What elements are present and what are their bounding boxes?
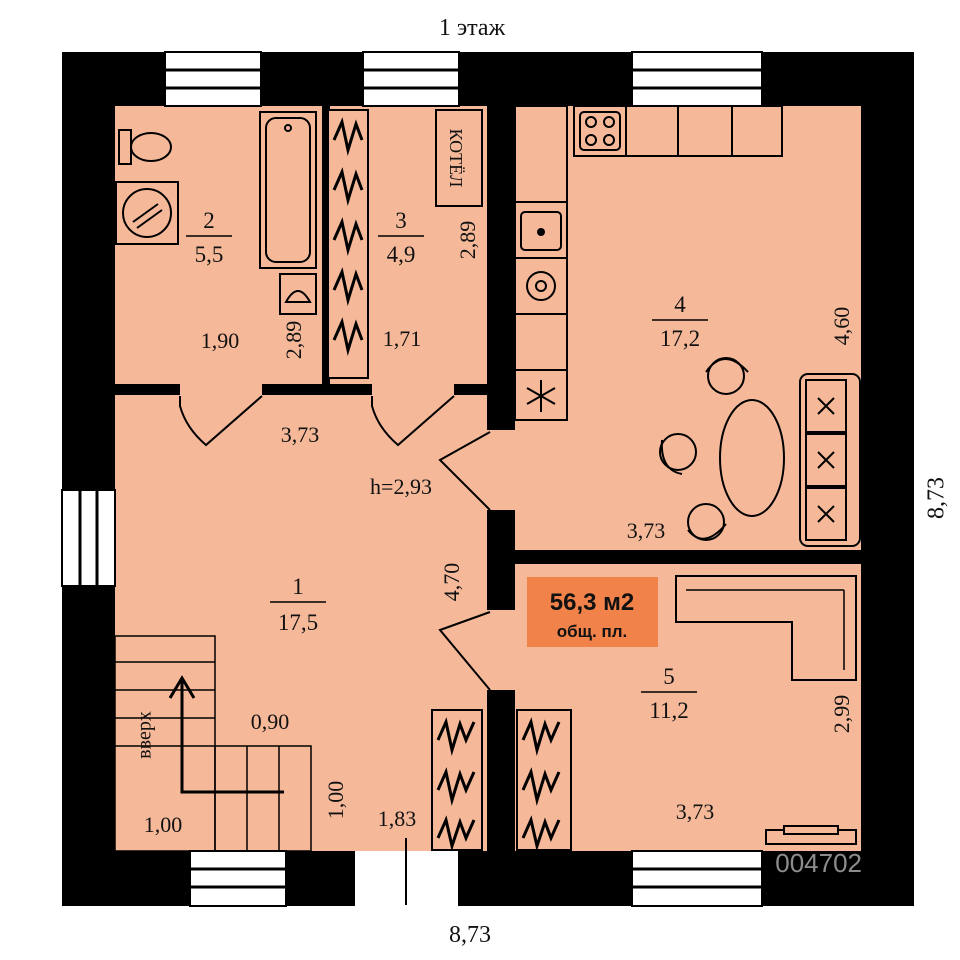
window-left — [61, 489, 116, 587]
stove-icon — [579, 111, 621, 151]
dim-entrance-width: 1,83 — [378, 806, 417, 831]
sofa-room4 — [799, 373, 861, 547]
dim-stair-landing: 0,90 — [251, 709, 290, 734]
wardrobe-room3 — [327, 109, 369, 379]
shower-icon — [115, 181, 179, 245]
dim-room2-width: 1,90 — [201, 328, 240, 353]
kitchen-sink-icon — [520, 211, 562, 251]
kitchen-counters — [514, 105, 783, 421]
room-label-2: 2 5,5 — [186, 208, 232, 267]
room-label-4: 4 17,2 — [652, 292, 708, 351]
dim-stair-depth: 1,00 — [323, 781, 348, 820]
toilet-icon — [118, 129, 172, 165]
dim-hall-depth: 4,70 — [439, 563, 464, 602]
doorway-hall-room5 — [480, 610, 522, 690]
chair-icon — [687, 503, 727, 541]
window-bottom-1 — [189, 850, 287, 907]
room-number: 2 — [203, 208, 215, 233]
chair-icon — [659, 433, 697, 475]
dim-outer-width: 8,73 — [449, 922, 491, 948]
window-top-1 — [164, 51, 262, 107]
window-top-3 — [631, 51, 763, 107]
staircase — [114, 635, 312, 852]
bathroom-fixtures — [115, 111, 317, 315]
dim-outer-height: 8,73 — [924, 477, 950, 519]
bathtub-icon — [259, 111, 317, 269]
window-bottom-2 — [631, 850, 763, 907]
room-area: 17,2 — [660, 326, 700, 351]
room-number: 5 — [663, 664, 675, 689]
dining-set — [659, 357, 785, 541]
boiler-box — [435, 109, 483, 207]
plan-title: 1 этаж — [439, 15, 506, 41]
doorway-room3 — [372, 380, 454, 400]
room-area: 17,5 — [278, 610, 318, 635]
room-number: 3 — [395, 208, 407, 233]
total-area-value: 56,3 м2 — [550, 589, 634, 616]
room-area: 4,9 — [387, 242, 416, 267]
doorway-room2 — [180, 380, 262, 400]
ceiling-height: h=2,93 — [370, 474, 432, 499]
total-area-badge — [527, 577, 658, 647]
total-area-caption: общ. пл. — [557, 622, 627, 641]
watermark: 004702 — [775, 848, 862, 878]
chair-icon — [705, 357, 749, 395]
doorway-hall-room4 — [480, 430, 522, 510]
dim-room3-depth: 2,89 — [455, 221, 480, 260]
window-top-2 — [362, 51, 460, 107]
room-label-5: 5 11,2 — [641, 664, 697, 723]
windows — [61, 51, 763, 907]
dishwasher-icon — [526, 271, 556, 301]
dim-room3-width: 1,71 — [383, 326, 422, 351]
door-swings — [179, 395, 491, 691]
stairs-label: вверх — [134, 711, 156, 759]
dimension-labels: 1,90 2,89 1,71 2,89 4,60 3,73 3,73 h=2,9… — [144, 221, 950, 948]
room-number: 4 — [674, 292, 686, 317]
stairs-up-arrow-icon — [168, 675, 284, 794]
window-frames — [78, 68, 762, 889]
room-1-floor — [115, 395, 487, 851]
dim-stair-width: 1,00 — [144, 812, 183, 837]
boiler-label: КОТЁЛ — [446, 129, 466, 188]
room-number: 1 — [292, 574, 304, 599]
dim-room2-depth: 2,89 — [281, 321, 306, 360]
dining-table — [719, 399, 785, 517]
wardrobe-hangers — [436, 717, 561, 852]
tv-stand-icon — [765, 825, 857, 845]
corner-sofa — [675, 575, 857, 681]
sink-icon — [279, 273, 317, 315]
room-area: 5,5 — [195, 242, 224, 267]
dim-room4-depth: 4,60 — [829, 307, 854, 346]
fridge-snowflake-icon — [526, 380, 556, 412]
dim-room4-width: 3,73 — [627, 518, 666, 543]
dim-hall-width: 3,73 — [281, 422, 320, 447]
room-label-3: 3 4,9 — [378, 208, 424, 267]
room-area: 11,2 — [649, 698, 688, 723]
dim-room5-width: 3,73 — [676, 799, 715, 824]
room-label-1: 1 17,5 — [270, 574, 326, 635]
dim-room5-depth: 2,99 — [829, 695, 854, 734]
